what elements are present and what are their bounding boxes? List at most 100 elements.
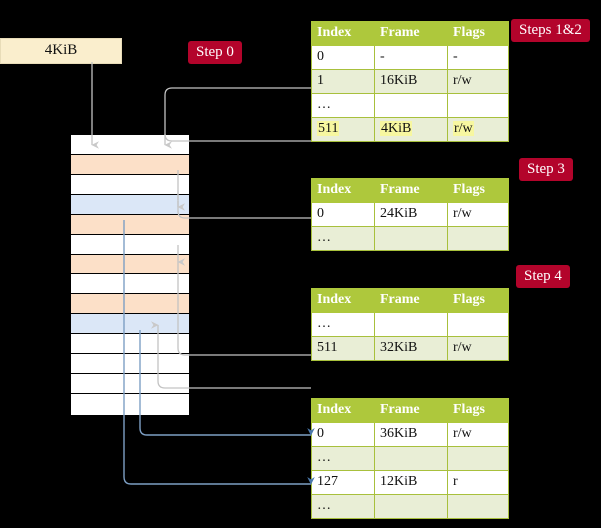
memory-frame-7 — [71, 274, 189, 295]
table-cell-flags: r/w — [447, 117, 509, 142]
table-cell-index: 511 — [311, 117, 375, 142]
memory-tick-5 — [57, 233, 70, 235]
table-cell-flags: - — [447, 45, 509, 70]
table-cell-frame: 32KiB — [374, 336, 448, 361]
memory-frame-9 — [71, 314, 189, 335]
table-cell-flags: r/w — [447, 422, 509, 447]
table-cell-flags: r/w — [447, 69, 509, 94]
badge-step-3-label: Step 3 — [527, 161, 565, 177]
table-cell-index: 0 — [311, 202, 375, 227]
badge-step-3: Step 3 — [519, 158, 573, 181]
memory-tick-7 — [57, 273, 70, 275]
cell-highlight: 511 — [317, 121, 340, 136]
memory-frame-8 — [71, 294, 189, 315]
memory-tick-1 — [57, 153, 70, 155]
table-cell-flags — [447, 93, 509, 118]
badge-steps-1-2-label: Steps 1&2 — [519, 22, 582, 38]
table-cell-flags — [447, 312, 509, 337]
table-cell-frame: 4KiB — [374, 117, 448, 142]
table-row: … — [311, 446, 509, 471]
table-cell-index: 0 — [311, 45, 375, 70]
memory-frame-2 — [71, 174, 189, 195]
badge-step-0-label: Step 0 — [196, 44, 234, 60]
table-cell-frame: 36KiB — [374, 422, 448, 447]
memory-tick-9 — [57, 313, 70, 315]
column-header-flags: Flags — [447, 21, 509, 46]
table-cell-frame — [374, 93, 448, 118]
table-cell-flags: r — [447, 470, 509, 495]
table-row: 0-- — [311, 45, 509, 70]
table-cell-index: 511 — [311, 336, 375, 361]
memory-tick-3 — [57, 193, 70, 195]
table-row: … — [311, 494, 509, 519]
memory-frame-5 — [71, 234, 189, 255]
table-cell-frame — [374, 494, 448, 519]
memory-tick-0 — [57, 134, 70, 135]
table-cell-index: 127 — [311, 470, 375, 495]
memory-frame-6 — [71, 254, 189, 275]
column-header-flags: Flags — [447, 178, 509, 203]
table-row: 511 4KiB r/w — [311, 117, 509, 142]
table-row: … — [311, 93, 509, 118]
memory-frame-13 — [71, 394, 189, 414]
table-cell-flags — [447, 446, 509, 471]
badge-step-4: Step 4 — [516, 265, 570, 288]
column-header-flags: Flags — [447, 288, 509, 313]
column-header-frame: Frame — [374, 398, 448, 423]
memory-frame-3 — [71, 194, 189, 215]
column-header-index: Index — [311, 178, 375, 203]
column-header-index: Index — [311, 398, 375, 423]
cell-highlight: r/w — [453, 121, 474, 136]
wire-step4-in — [177, 262, 311, 356]
source-frame-label: 4KiB — [44, 42, 78, 58]
memory-frame-10 — [71, 334, 189, 355]
table-cell-index: 1 — [311, 69, 375, 94]
table-cell-frame: 16KiB — [374, 69, 448, 94]
source-frame-box: 4KiB — [0, 38, 122, 64]
table-row: … — [311, 312, 509, 337]
cell-highlight: 4KiB — [380, 121, 413, 136]
table-cell-flags: r/w — [447, 336, 509, 361]
column-header-flags: Flags — [447, 398, 509, 423]
wire-step3-in — [177, 201, 311, 219]
badge-step-4-label: Step 4 — [524, 268, 562, 284]
memory-tick-11 — [57, 353, 70, 355]
memory-frame-1 — [71, 154, 189, 175]
table-cell-index: … — [311, 494, 375, 519]
column-header-frame: Frame — [374, 21, 448, 46]
table-row: … — [311, 226, 509, 251]
badge-steps-1-2: Steps 1&2 — [511, 19, 590, 42]
column-header-frame: Frame — [374, 178, 448, 203]
badge-step-0: Step 0 — [188, 41, 242, 64]
table-cell-frame — [374, 312, 448, 337]
table-cell-flags — [447, 494, 509, 519]
memory-tick-13 — [57, 393, 70, 395]
table-cell-frame: - — [374, 45, 448, 70]
table-cell-index: … — [311, 226, 375, 251]
physical-memory-column — [70, 134, 190, 416]
column-header-frame: Frame — [374, 288, 448, 313]
table-cell-frame — [374, 226, 448, 251]
table-cell-frame — [374, 446, 448, 471]
memory-frame-11 — [71, 354, 189, 375]
table-cell-index: 0 — [311, 422, 375, 447]
memory-frame-0 — [71, 135, 189, 155]
table-cell-index: … — [311, 446, 375, 471]
table-cell-flags: r/w — [447, 202, 509, 227]
memory-frame-4 — [71, 214, 189, 235]
memory-frame-12 — [71, 374, 189, 395]
table-cell-frame: 24KiB — [374, 202, 448, 227]
column-header-index: Index — [311, 288, 375, 313]
column-header-index: Index — [311, 21, 375, 46]
table-cell-flags — [447, 226, 509, 251]
